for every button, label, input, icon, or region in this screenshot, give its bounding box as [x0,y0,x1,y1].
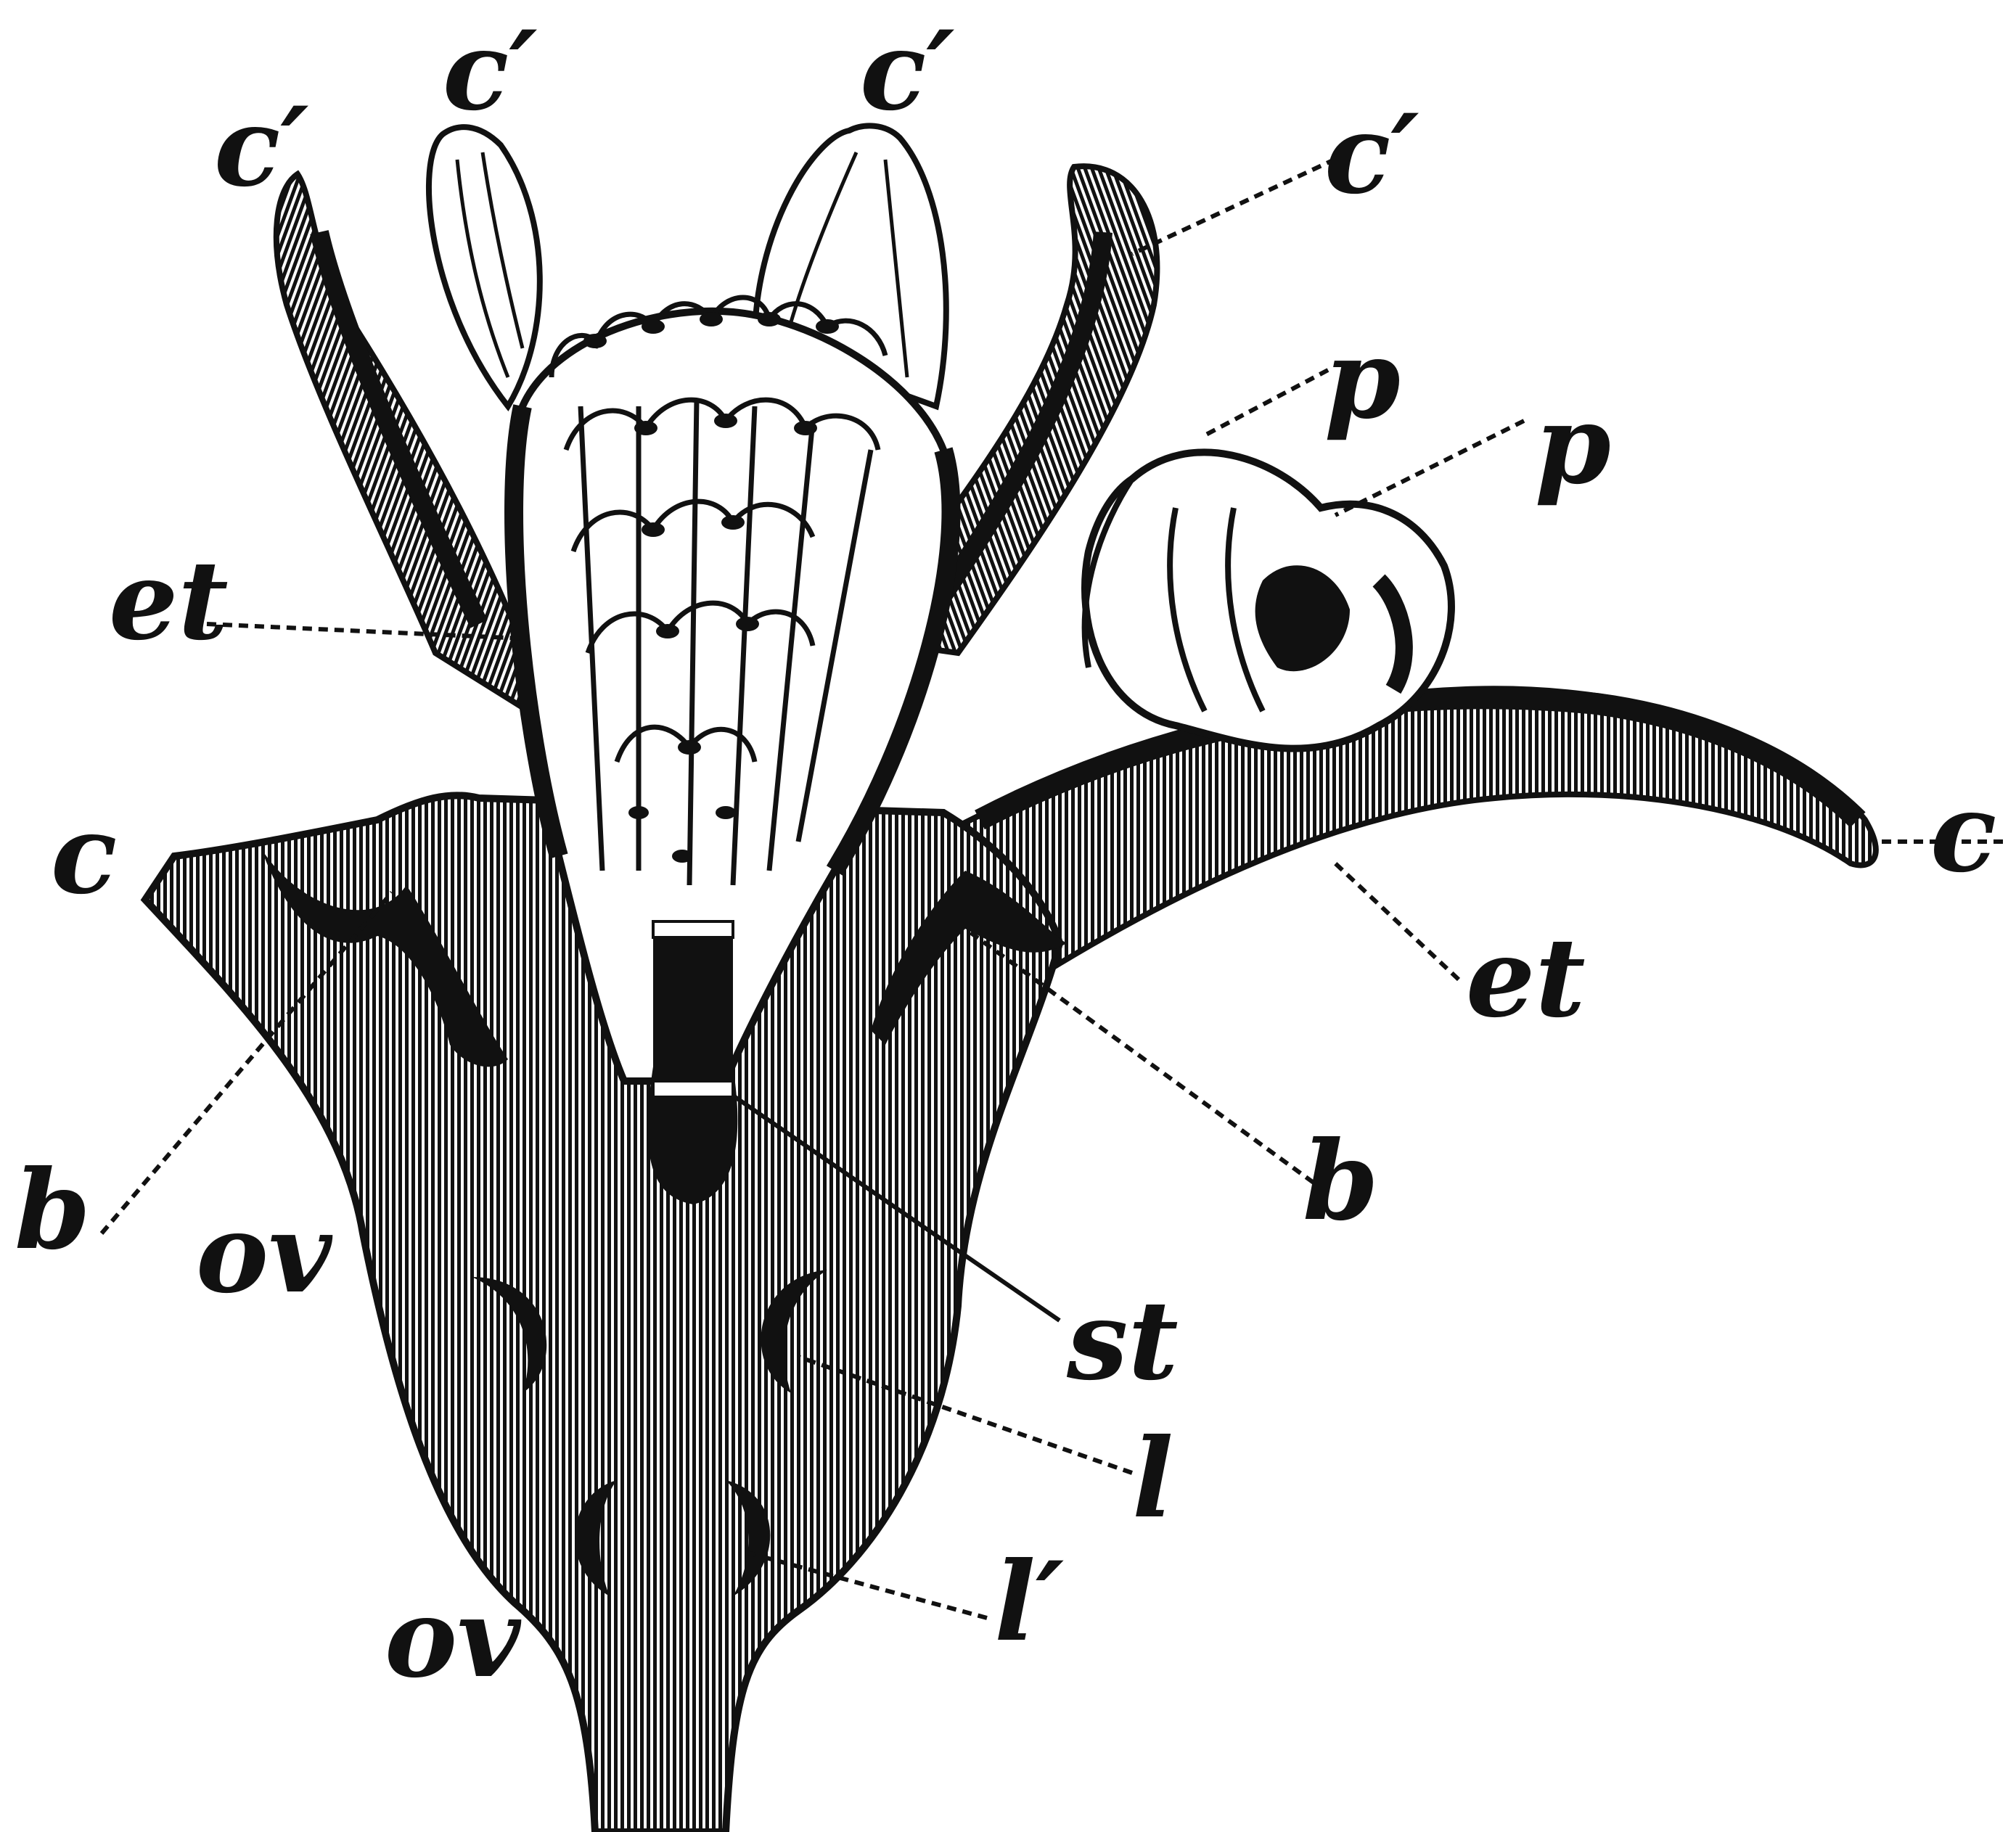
label-l: l [1132,1415,1173,1543]
label-l-prime: l′ [994,1538,1065,1666]
label-b-left: b [15,1146,91,1274]
style-column [647,929,737,1204]
label-et-right: et [1466,914,1586,1042]
label-c-left: c [51,791,117,919]
label-b-right: b [1303,1117,1379,1245]
label-c-prime-1: c′ [443,7,538,135]
label-p-1: p [1324,316,1401,443]
label-c-prime-3: c′ [214,83,309,211]
label-et-upper: et [109,537,229,665]
label-c-prime-4: c′ [1324,91,1419,218]
label-c-prime-2: c′ [860,7,955,135]
label-ov-lower: ov [385,1574,522,1702]
label-ov-upper: ov [196,1190,333,1318]
label-p-2: p [1535,381,1611,509]
label-c-right: c [1930,769,1996,897]
label-st: st [1066,1277,1179,1405]
